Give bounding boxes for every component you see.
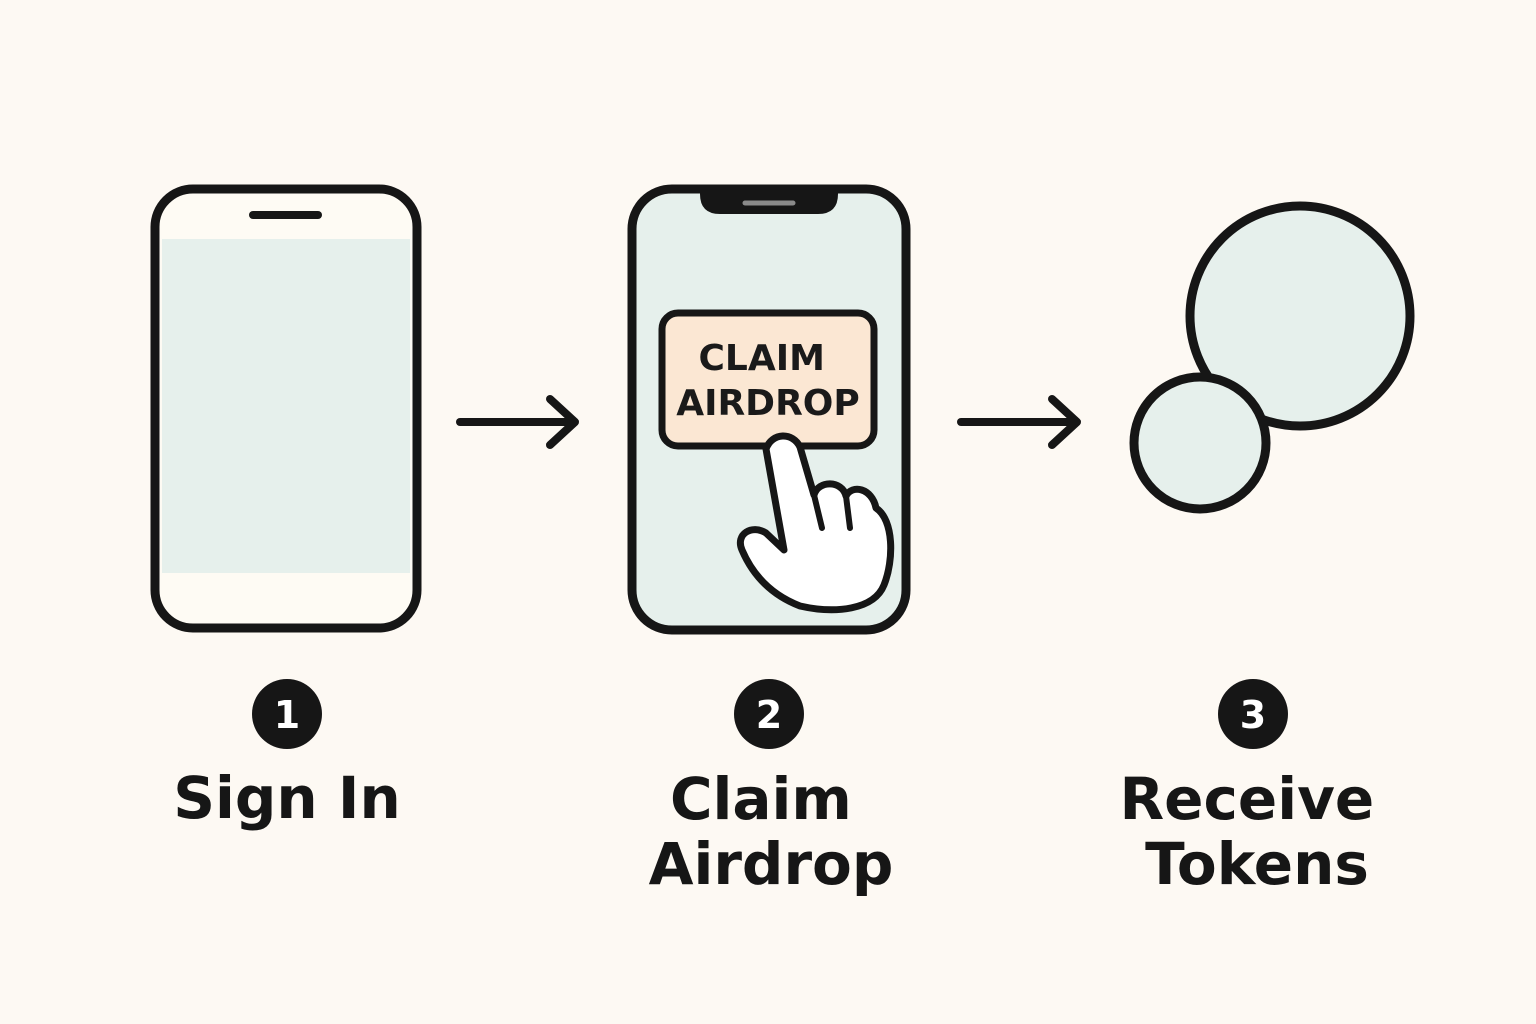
step-label-2: Claim Airdrop xyxy=(649,765,894,898)
step-3: 3 Receive Tokens xyxy=(1120,201,1415,898)
arrow-right-icon xyxy=(957,395,1081,449)
step-label-1: Sign In xyxy=(173,764,401,832)
smartphone-icon xyxy=(150,184,422,633)
step-1: 1 Sign In xyxy=(150,184,422,832)
claim-airdrop-button[interactable]: CLAIM AIRDROP xyxy=(658,309,878,450)
step-badge-2: 2 xyxy=(734,679,804,749)
step-number-3: 3 xyxy=(1240,693,1266,737)
tokens-icon xyxy=(1129,201,1415,514)
step-number-1: 1 xyxy=(274,693,300,737)
step-label-3: Receive Tokens xyxy=(1120,765,1395,898)
claim-button-label: CLAIM AIRDROP xyxy=(676,338,860,424)
smartphone-with-pointer-icon: CLAIM AIRDROP xyxy=(627,184,911,635)
arrow-right-icon xyxy=(456,395,579,449)
step-2: CLAIM AIRDROP 2 Claim Airdrop xyxy=(627,184,911,898)
pointing-hand-icon xyxy=(736,432,895,614)
step-badge-1: 1 xyxy=(252,679,322,749)
step-number-2: 2 xyxy=(756,693,782,737)
step-badge-3: 3 xyxy=(1218,679,1288,749)
